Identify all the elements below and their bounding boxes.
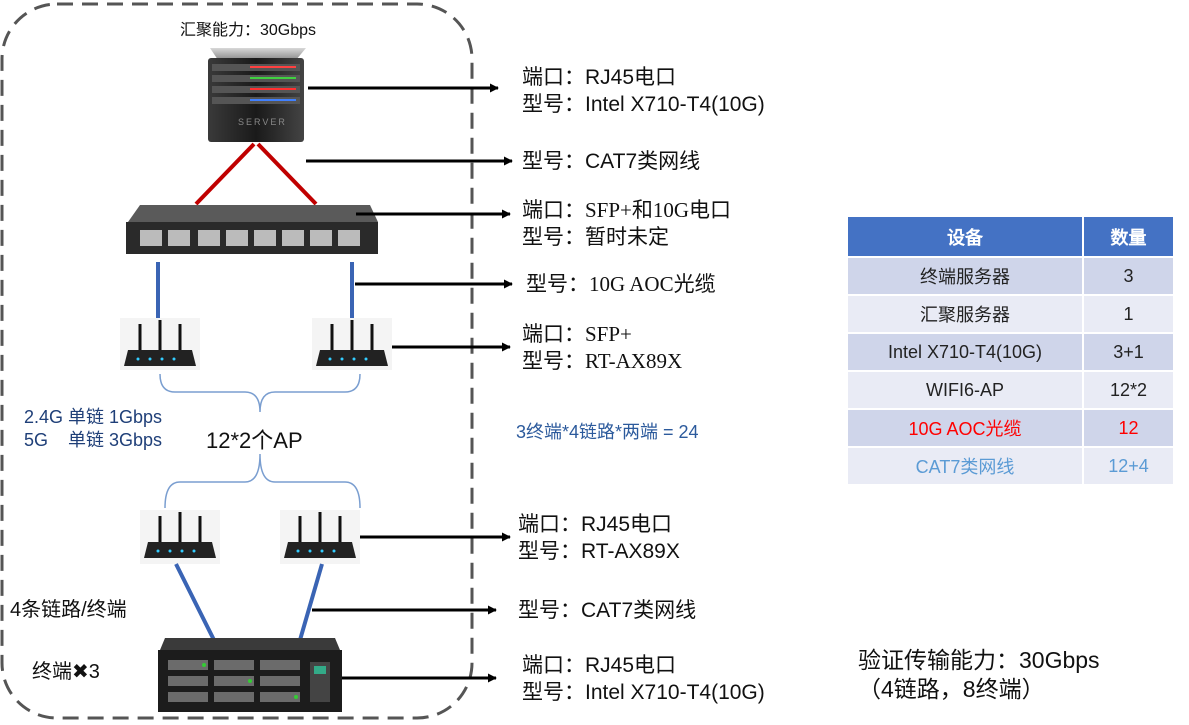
brace-upper (159, 373, 361, 413)
quantity-cell: 12 (1082, 408, 1175, 448)
cat7-link-left (174, 563, 216, 641)
cat7-link-right (298, 563, 324, 641)
ap-count-label: 12*2个AP (206, 428, 303, 453)
ap-lower-right-icon (280, 510, 360, 564)
header-quantity: 数量 (1082, 215, 1175, 258)
table-row: 10G AOC光缆 12 (846, 408, 1175, 448)
switch-model-text: 型号：暂时未定 (522, 225, 669, 249)
link-calc-text: 3终端*4链路*两端 = 24 (516, 422, 699, 442)
links-per-terminal-label: 4条链路/终端 (10, 599, 127, 621)
server-brand-text: SERVER (238, 117, 287, 127)
ap-lower-left-icon (140, 510, 220, 564)
verify-info: 验证传输能力：30Gbps （4链路，8终端） (858, 646, 1100, 704)
quantity-cell: 1 (1082, 294, 1175, 334)
terminal-server-icon (158, 638, 342, 712)
ap-upper-right-icon (312, 318, 392, 370)
ap-lower-port-text: 端口：RJ45电口 (518, 513, 673, 536)
table-row: WIFI6-AP 12*2 (846, 370, 1175, 410)
quantity-cell: 12*2 (1082, 370, 1175, 410)
switch-spec: 端口：SFP+和10G电口 型号：暂时未定 (522, 197, 731, 251)
device-cell: WIFI6-AP (846, 370, 1084, 410)
device-cell: CAT7类网线 (846, 446, 1084, 486)
quantity-cell: 3 (1082, 256, 1175, 296)
switch-icon (126, 205, 378, 254)
device-cell: 终端服务器 (846, 256, 1084, 296)
brace-lower (164, 453, 361, 509)
red-link-right (256, 142, 318, 206)
cable-bottom-text: 型号：CAT7类网线 (518, 599, 697, 622)
table-row: CAT7类网线 12+4 (846, 446, 1175, 486)
server-port-text: 端口：RJ45电口 (522, 66, 677, 89)
ap-lower-spec: 端口：RJ45电口 型号：RT-AX89X (518, 511, 680, 565)
device-quantity-table: 设备 数量 终端服务器 3 汇聚服务器 1 Intel X710-T4(10G)… (846, 215, 1175, 486)
ap-upper-left-icon (120, 318, 200, 370)
ap-upper-spec: 端口：SFP+ 型号：RT-AX89X (522, 321, 682, 375)
dashed-group-border (0, 2, 474, 720)
bandwidth-5g-text: 5G 单链 3Gbps (24, 430, 163, 450)
verify-detail-text: （4链路，8终端） (858, 676, 1045, 702)
device-cell: 10G AOC光缆 (846, 408, 1084, 448)
header-device: 设备 (846, 215, 1084, 258)
ap-lower-model-text: 型号：RT-AX89X (518, 540, 680, 563)
bandwidth-24g-text: 2.4G 单链 1Gbps (24, 407, 163, 427)
switch-port-text: 端口：SFP+和10G电口 (522, 198, 732, 222)
server-spec: 端口：RJ45电口 型号：Intel X710-T4(10G) (522, 64, 765, 118)
device-cell: 汇聚服务器 (846, 294, 1084, 334)
terminal-model-text: 型号：Intel X710-T4(10G) (522, 681, 765, 704)
table-header-row: 设备 数量 (846, 215, 1175, 258)
device-cell: Intel X710-T4(10G) (846, 332, 1084, 372)
aggregation-server-icon: SERVER (208, 48, 306, 142)
aggregation-capacity-label: 汇聚能力：30Gbps (180, 22, 317, 39)
bandwidth-info: 2.4G 单链 1Gbps 5G 单链 3Gbps (24, 406, 162, 452)
quantity-cell: 3+1 (1082, 332, 1175, 372)
ap-upper-model-text: 型号：RT-AX89X (522, 349, 683, 373)
table-row: 终端服务器 3 (846, 256, 1175, 296)
verify-capacity-text: 验证传输能力：30Gbps (858, 647, 1100, 673)
server-model-text: 型号：Intel X710-T4(10G) (522, 93, 765, 116)
cable-top-text: 型号：CAT7类网线 (522, 150, 701, 173)
terminal-port-text: 端口：RJ45电口 (522, 654, 677, 677)
terminal-spec: 端口：RJ45电口 型号：Intel X710-T4(10G) (522, 652, 765, 706)
terminal-count-label: 终端✖3 (32, 661, 100, 683)
table-row: Intel X710-T4(10G) 3+1 (846, 332, 1175, 372)
aoc-text: 型号：10G AOC光缆 (526, 272, 716, 296)
quantity-cell: 12+4 (1082, 446, 1175, 486)
table-row: 汇聚服务器 1 (846, 294, 1175, 334)
red-link-left (194, 142, 256, 206)
ap-upper-port-text: 端口：SFP+ (522, 322, 632, 346)
